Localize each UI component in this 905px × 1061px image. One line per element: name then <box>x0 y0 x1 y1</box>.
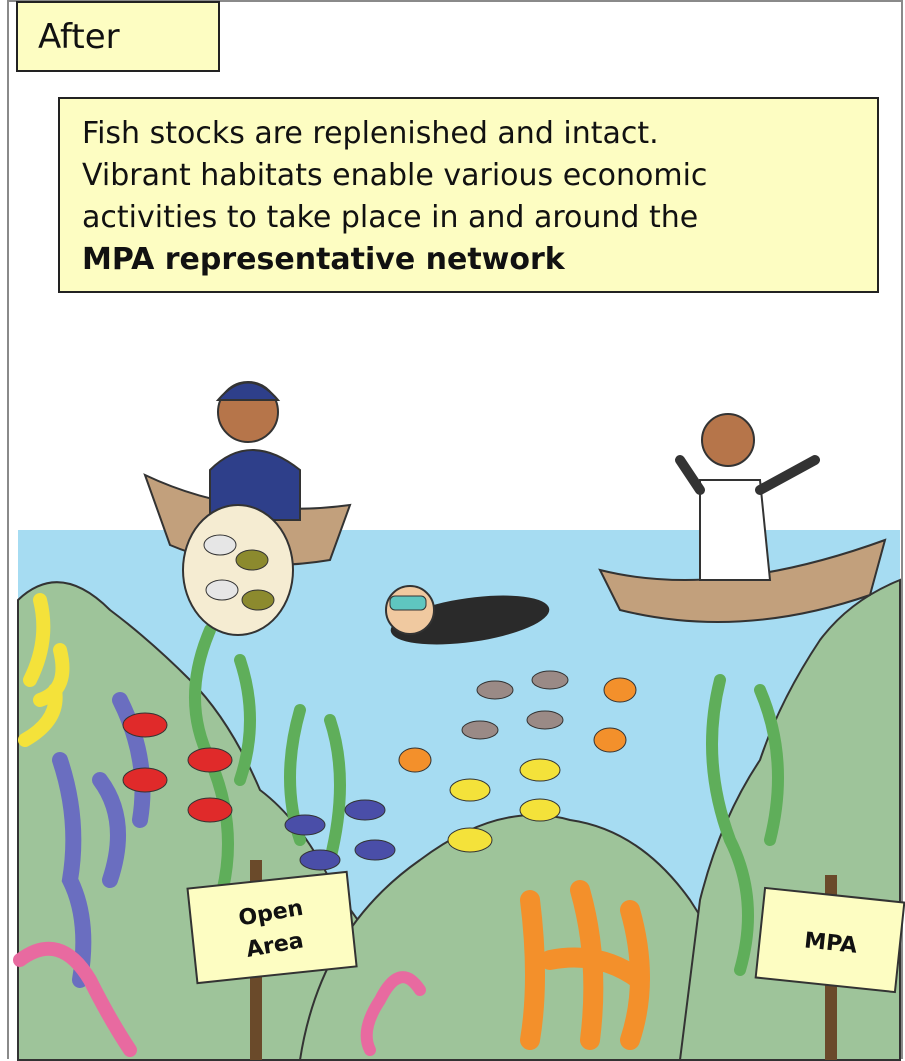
fisherman-cap <box>215 381 281 401</box>
panel-frame <box>7 0 903 1059</box>
open-area-sign <box>186 870 358 985</box>
small-pink-coral <box>360 971 426 1056</box>
scientist-coat <box>699 479 772 581</box>
seaweed-right <box>706 674 784 976</box>
scientist-head <box>701 413 755 467</box>
blue-fish-school <box>284 799 396 871</box>
fishing-net <box>182 504 294 636</box>
caption-box: Fish stocks are replenished and intact. … <box>58 97 879 293</box>
orange-coral <box>520 880 650 1050</box>
fisherman-body <box>209 449 301 521</box>
yellow-fish-school <box>447 758 561 853</box>
after-label: After <box>16 1 220 72</box>
mpa-sign <box>754 886 905 994</box>
orange-fish <box>398 677 637 773</box>
yellow-coral <box>18 593 70 747</box>
red-fish-school <box>122 712 233 823</box>
caption-line-2: Vibrant habitats enable various economic <box>82 158 708 193</box>
scientist-arms <box>675 455 820 495</box>
caption-line-3: activities to take place in and around t… <box>82 200 699 235</box>
pink-coral <box>13 941 137 1057</box>
mpa-text: MPA <box>803 928 858 958</box>
caption-bold-line: MPA representative network <box>82 242 565 277</box>
diver-mask <box>389 595 427 611</box>
caption-line-1: Fish stocks are replenished and intact. <box>82 116 659 151</box>
purple-coral <box>52 692 151 988</box>
grey-fish-school <box>461 670 569 740</box>
net-fish-group <box>203 534 275 611</box>
